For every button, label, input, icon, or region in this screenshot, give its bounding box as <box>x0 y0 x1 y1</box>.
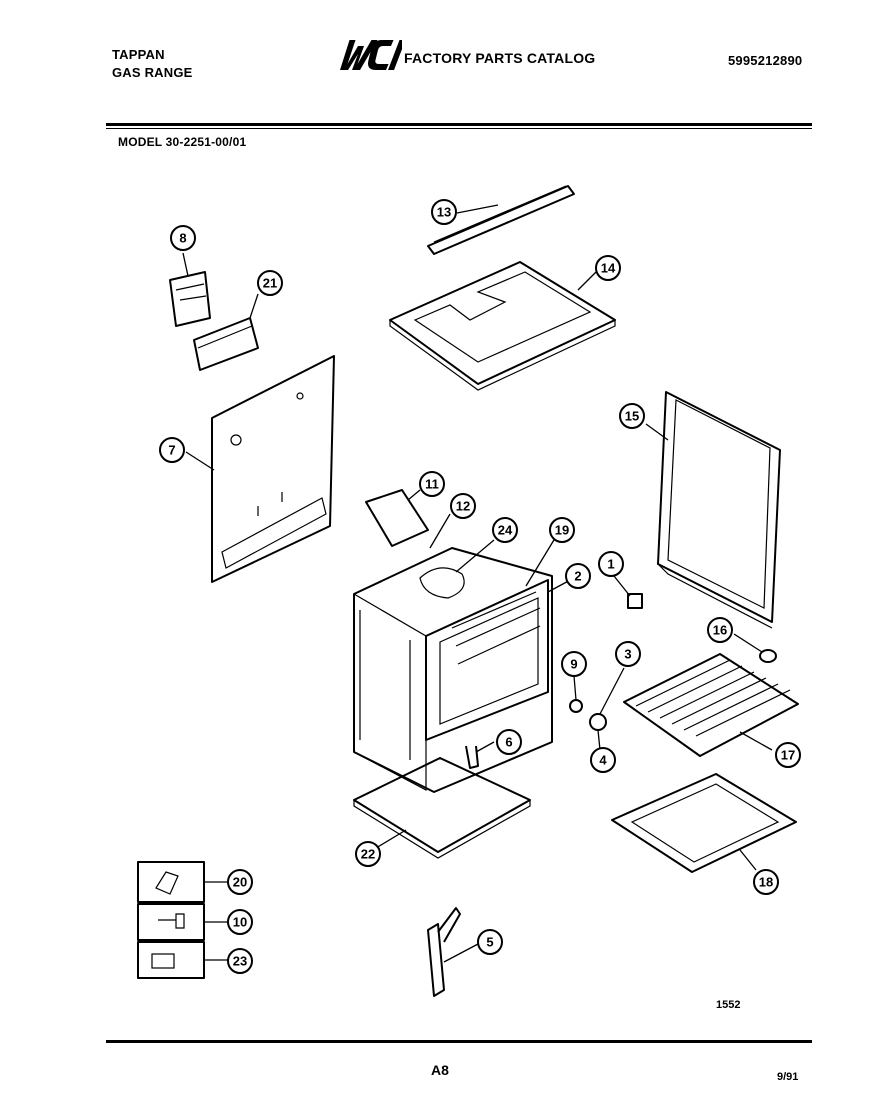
part-15-door-frame <box>657 391 781 629</box>
part-22-bottom-panel <box>353 757 531 859</box>
part-10-box <box>137 903 205 941</box>
callout-20: 20 <box>227 869 253 895</box>
callout-8: 8 <box>170 225 196 251</box>
part-16-glide <box>759 649 777 663</box>
svg-text:12: 12 <box>456 499 470 514</box>
date-code: 9/91 <box>777 1071 799 1083</box>
part-3-valve <box>589 713 607 731</box>
callout-19: 19 <box>549 517 575 543</box>
callout-24: 24 <box>492 517 518 543</box>
part-23-box <box>137 941 205 979</box>
svg-text:15: 15 <box>625 409 639 424</box>
svg-text:17: 17 <box>781 748 795 763</box>
svg-text:19: 19 <box>555 523 569 538</box>
svg-text:22: 22 <box>361 847 375 862</box>
svg-text:5: 5 <box>486 935 493 950</box>
part-18-broil-pan <box>611 773 797 873</box>
callout-7: 7 <box>159 437 185 463</box>
callout-3: 3 <box>615 641 641 667</box>
callout-11: 11 <box>419 471 445 497</box>
product-type: GAS RANGE <box>112 65 193 80</box>
callout-18: 18 <box>753 869 779 895</box>
part-6-bracket <box>465 745 479 769</box>
callout-21: 21 <box>257 270 283 296</box>
part-24-burner <box>419 567 465 599</box>
callout-23: 23 <box>227 948 253 974</box>
callout-14: 14 <box>595 255 621 281</box>
svg-text:20: 20 <box>233 875 247 890</box>
part-7-side-panel <box>211 355 335 583</box>
callout-2: 2 <box>565 563 591 589</box>
catalog-title: FACTORY PARTS CATALOG <box>404 50 596 66</box>
svg-text:7: 7 <box>168 443 175 458</box>
callout-9: 9 <box>561 651 587 677</box>
svg-text:6: 6 <box>505 735 512 750</box>
svg-text:9: 9 <box>570 657 577 672</box>
callout-6: 6 <box>496 729 522 755</box>
catalog-part-number: 5995212890 <box>728 53 803 68</box>
part-2-oven-body <box>353 547 553 793</box>
svg-text:21: 21 <box>263 276 277 291</box>
callout-10: 10 <box>227 909 253 935</box>
part-1-knob <box>627 593 643 609</box>
callout-22: 22 <box>355 841 381 867</box>
callout-13: 13 <box>431 199 457 225</box>
svg-text:24: 24 <box>498 523 513 538</box>
model-label: MODEL 30-2251-00/01 <box>118 135 247 149</box>
callout-15: 15 <box>619 403 645 429</box>
svg-text:18: 18 <box>759 875 773 890</box>
callout-12: 12 <box>450 493 476 519</box>
header-rule <box>106 123 812 126</box>
callout-5: 5 <box>477 929 503 955</box>
svg-text:16: 16 <box>713 623 727 638</box>
part-11-vent <box>365 489 429 547</box>
part-9-nut <box>569 699 583 713</box>
callout-16-upper: 16 <box>707 617 733 643</box>
part-20-box <box>137 861 205 903</box>
part-17-oven-rack <box>623 653 799 757</box>
footer-rule <box>106 1040 812 1043</box>
callout-17: 17 <box>775 742 801 768</box>
drawing-number: 1552 <box>716 999 741 1011</box>
svg-text:2: 2 <box>574 569 581 584</box>
svg-text:14: 14 <box>601 261 616 276</box>
header-rule-thin <box>106 128 812 129</box>
svg-text:13: 13 <box>437 205 451 220</box>
svg-text:8: 8 <box>179 231 186 246</box>
svg-text:3: 3 <box>624 647 631 662</box>
part-8-bracket <box>169 271 211 327</box>
part-21-shield <box>193 317 259 371</box>
part-14-top-panel <box>389 261 616 391</box>
svg-text:23: 23 <box>233 954 247 969</box>
svg-text:1: 1 <box>607 557 614 572</box>
brand-name: TAPPAN <box>112 47 165 62</box>
callout-1: 1 <box>598 551 624 577</box>
svg-text:10: 10 <box>233 915 247 930</box>
callout-4: 4 <box>590 747 616 773</box>
wci-logo <box>340 40 402 70</box>
part-13-top-trim <box>427 185 575 255</box>
svg-text:11: 11 <box>425 477 439 492</box>
page-number: A8 <box>431 1062 449 1078</box>
svg-text:4: 4 <box>599 753 607 768</box>
part-5-igniter <box>427 907 461 997</box>
